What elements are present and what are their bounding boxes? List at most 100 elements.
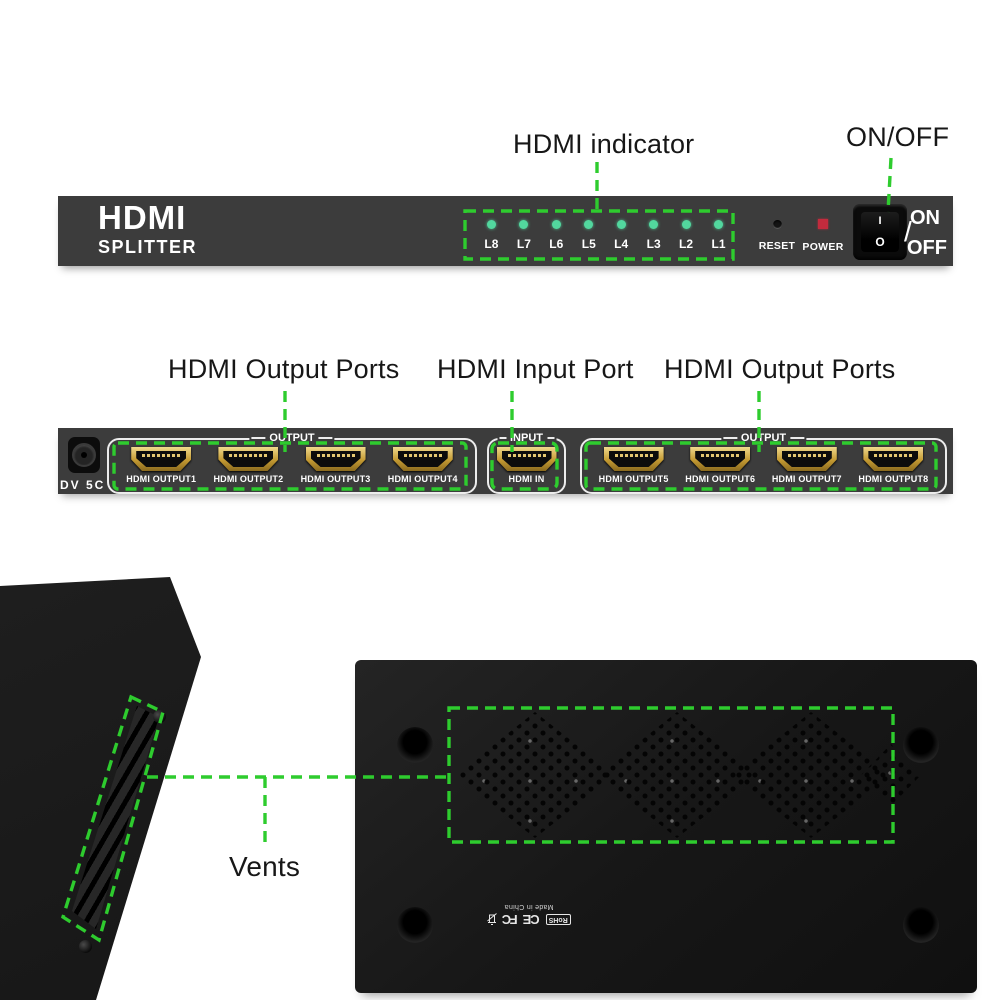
certification-marks: RoHS CE FC Made in China xyxy=(467,903,591,927)
hdmi-port-icon xyxy=(305,447,366,471)
hdmi-port: HDMI OUTPUT5 xyxy=(599,447,669,484)
hdmi-port: HDMI OUTPUT2 xyxy=(213,447,283,484)
callout-on-off: ON/OFF xyxy=(846,122,950,152)
output-group-right-legend: OUTPUT xyxy=(720,432,807,444)
led-dot-icon xyxy=(714,219,723,229)
dc-jack-pin xyxy=(81,452,87,458)
callout-input-port: HDMI Input Port xyxy=(437,354,634,384)
power-led-icon xyxy=(818,219,828,229)
input-group-ports: HDMI IN xyxy=(489,440,564,499)
dc-jack-ring xyxy=(72,443,96,467)
panel-on-text: ON xyxy=(910,207,940,229)
hdmi-port-icon xyxy=(218,447,279,471)
led-label: L5 xyxy=(581,236,596,251)
hdmi-jack-pins xyxy=(316,454,355,457)
hdmi-port-label: HDMI OUTPUT6 xyxy=(685,474,756,484)
led-label: L4 xyxy=(614,236,629,251)
callout-hdmi-indicator: HDMI indicator xyxy=(513,129,695,159)
rocker-switch: I O xyxy=(853,204,907,260)
input-group-legend: INPUT xyxy=(497,432,556,444)
panel-off-text: OFF xyxy=(907,237,947,259)
callout-output-ports-left: HDMI Output Ports xyxy=(168,354,400,384)
led-indicator-group: L8 L7 L6 L5 L4 L3 xyxy=(465,211,745,259)
led-indicator: L1 xyxy=(707,219,731,251)
hdmi-port: HDMI OUTPUT8 xyxy=(858,447,928,484)
brand-line2: SPLITTER xyxy=(98,237,198,257)
hdmi-port-label: HDMI OUTPUT8 xyxy=(858,474,929,484)
screw-icon xyxy=(153,710,166,723)
rocker-switch-icon: I O xyxy=(861,212,899,252)
hdmi-jack-pins xyxy=(701,454,740,457)
brand-logo: HDMI SPLITTER xyxy=(98,201,197,256)
led-dot-icon xyxy=(584,219,594,229)
hdmi-jack-pins xyxy=(229,454,268,457)
led-label: L7 xyxy=(516,236,531,251)
front-panel: HDMI SPLITTER L8 L7 L6 L5 xyxy=(58,196,953,266)
reset-control: RESET xyxy=(752,220,802,252)
hdmi-port-label: HDMI OUTPUT3 xyxy=(300,474,371,484)
cert-logos-row: RoHS CE FC xyxy=(487,912,571,927)
hdmi-port-icon xyxy=(392,447,453,471)
rohs-logo: RoHS xyxy=(545,914,571,925)
led-dot-icon xyxy=(681,219,691,229)
led-indicator: L3 xyxy=(642,219,666,251)
led-indicator: L7 xyxy=(512,219,536,251)
hdmi-port: HDMI OUTPUT3 xyxy=(301,447,371,484)
switch-on-mark: I xyxy=(878,215,882,227)
hdmi-port-icon xyxy=(863,447,924,471)
led-label: L8 xyxy=(484,236,499,251)
fcc-logo: FC xyxy=(503,912,518,927)
led-indicator: L4 xyxy=(609,219,633,251)
led-indicator: L8 xyxy=(479,219,503,251)
hdmi-jack-pins xyxy=(142,454,181,457)
led-dot-icon xyxy=(551,219,561,229)
reset-hole-icon xyxy=(772,220,782,229)
output-group-right-ports: HDMI OUTPUT5 HDMI OUTPUT6 xyxy=(582,440,945,499)
rubber-foot-icon xyxy=(903,907,939,943)
device-bottom-photo: RoHS CE FC Made in China xyxy=(355,660,977,993)
callout-output-ports-right: HDMI Output Ports xyxy=(664,354,896,384)
panel-slash-text: / xyxy=(904,216,912,247)
reset-label: RESET xyxy=(758,240,796,252)
hdmi-port-label: HDMI OUTPUT1 xyxy=(126,474,197,484)
hdmi-jack-pins xyxy=(403,454,442,457)
hdmi-port-label: HDMI IN xyxy=(508,474,545,484)
hdmi-port-icon xyxy=(603,447,664,471)
rear-panel: DV 5C OUTPUT HDMI OUTPUT1 xyxy=(58,428,953,494)
power-indicator: POWER xyxy=(798,219,848,253)
led-indicator: L2 xyxy=(674,219,698,251)
hdmi-port: HDMI IN xyxy=(496,447,557,484)
hdmi-jack-pins xyxy=(787,454,826,457)
led-label: L3 xyxy=(646,236,661,251)
switch-off-mark: O xyxy=(875,235,885,249)
ce-logo: CE xyxy=(523,912,540,927)
hdmi-port-label: HDMI OUTPUT2 xyxy=(213,474,284,484)
led-dot-icon xyxy=(486,219,496,229)
hdmi-port-icon xyxy=(690,447,751,471)
led-indicator: L5 xyxy=(577,219,601,251)
dc-label: DV 5C xyxy=(60,478,106,492)
hdmi-jack-pins xyxy=(614,454,653,457)
callout-vents: Vents xyxy=(229,851,301,882)
output-group-left-ports: HDMI OUTPUT1 HDMI OUTPUT2 xyxy=(109,440,475,499)
weee-bin-icon xyxy=(487,913,498,925)
hdmi-port-icon xyxy=(496,447,557,471)
hdmi-port-label: HDMI OUTPUT5 xyxy=(598,474,669,484)
hdmi-port: HDMI OUTPUT4 xyxy=(388,447,458,484)
led-dot-icon xyxy=(519,219,529,229)
brand-line1: HDMI xyxy=(98,199,187,236)
input-group: INPUT HDMI IN xyxy=(487,432,566,494)
led-label: L6 xyxy=(549,236,564,251)
hdmi-port: HDMI OUTPUT7 xyxy=(772,447,842,484)
hdmi-port-label: HDMI OUTPUT7 xyxy=(771,474,842,484)
hdmi-port-label: HDMI OUTPUT4 xyxy=(387,474,458,484)
hdmi-jack-pins xyxy=(507,454,546,457)
hdmi-port-icon xyxy=(131,447,192,471)
led-dot-icon xyxy=(616,219,626,229)
screw-icon xyxy=(79,940,92,953)
rubber-foot-icon xyxy=(397,727,433,763)
led-label: L2 xyxy=(679,236,694,251)
made-in-label: Made in China xyxy=(504,903,554,910)
led-label: L1 xyxy=(711,236,726,251)
